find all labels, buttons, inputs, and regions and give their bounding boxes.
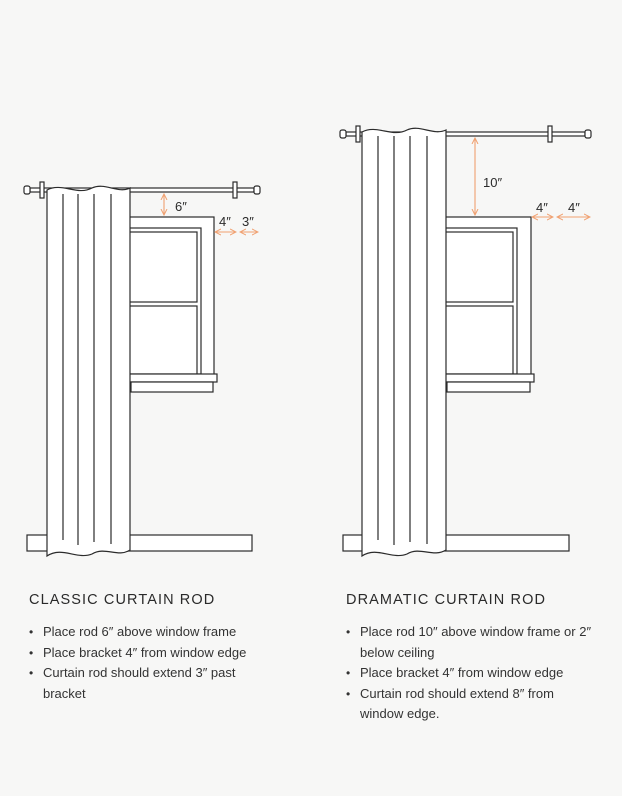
classic-title: CLASSIC CURTAIN ROD: [29, 592, 216, 608]
dramatic-illustration: [339, 125, 592, 558]
classic-rod-finial: [23, 185, 31, 195]
dramatic-rod-bracket: [355, 125, 361, 143]
dramatic-bullet-list: Place rod 10″ above window frame or 2″ b…: [346, 622, 596, 725]
classic-extend-label: 3″: [242, 214, 254, 229]
dramatic-rod-bracket: [547, 125, 553, 143]
classic-curtain-panel: [46, 185, 131, 558]
dramatic-title: DRAMATIC CURTAIN ROD: [346, 592, 547, 608]
list-item: Place rod 10″ above window frame or 2″ b…: [346, 622, 596, 663]
dramatic-rod-finial: [339, 129, 347, 139]
dramatic-rod-height-label: 10″: [483, 175, 502, 190]
dramatic-instructions: DRAMATIC CURTAIN ROD Place rod 10″ above…: [346, 592, 596, 725]
dramatic-rod-finial: [584, 129, 592, 139]
list-item: Place bracket 4″ from window edge: [29, 643, 279, 664]
classic-instructions: CLASSIC CURTAIN ROD Place rod 6″ above w…: [29, 592, 279, 704]
classic-illustration: [23, 181, 261, 558]
dramatic-window-sill: [444, 373, 535, 383]
classic-window-sill: [128, 373, 218, 383]
dramatic-bracket-label: 4″: [536, 200, 548, 215]
classic-window-pane: [128, 305, 198, 375]
list-item: Place rod 6″ above window frame: [29, 622, 279, 643]
classic-rod-bracket: [232, 181, 238, 199]
dramatic-dimensions: [475, 138, 590, 217]
classic-bracket-label: 4″: [219, 214, 231, 229]
dramatic-extend-label: 4″: [568, 200, 580, 215]
list-item: Curtain rod should extend 3″ past bracke…: [29, 663, 279, 704]
classic-window-pane: [128, 231, 198, 303]
dramatic-window-pane: [444, 231, 514, 303]
classic-rod-bracket: [39, 181, 45, 199]
curtain-rod-diagram: 6″ 4″ 3″ 10″ 4″ 4″: [23, 125, 592, 558]
classic-rod-finial: [253, 185, 261, 195]
dramatic-curtain-panel: [361, 127, 447, 558]
list-item: Place bracket 4″ from window edge: [346, 663, 596, 684]
classic-bullet-list: Place rod 6″ above window frame Place br…: [29, 622, 279, 704]
dramatic-window-pane: [444, 305, 514, 375]
classic-dimensions: [164, 194, 258, 232]
classic-rod-height-label: 6″: [175, 199, 187, 214]
list-item: Curtain rod should extend 8″ from window…: [346, 684, 596, 725]
